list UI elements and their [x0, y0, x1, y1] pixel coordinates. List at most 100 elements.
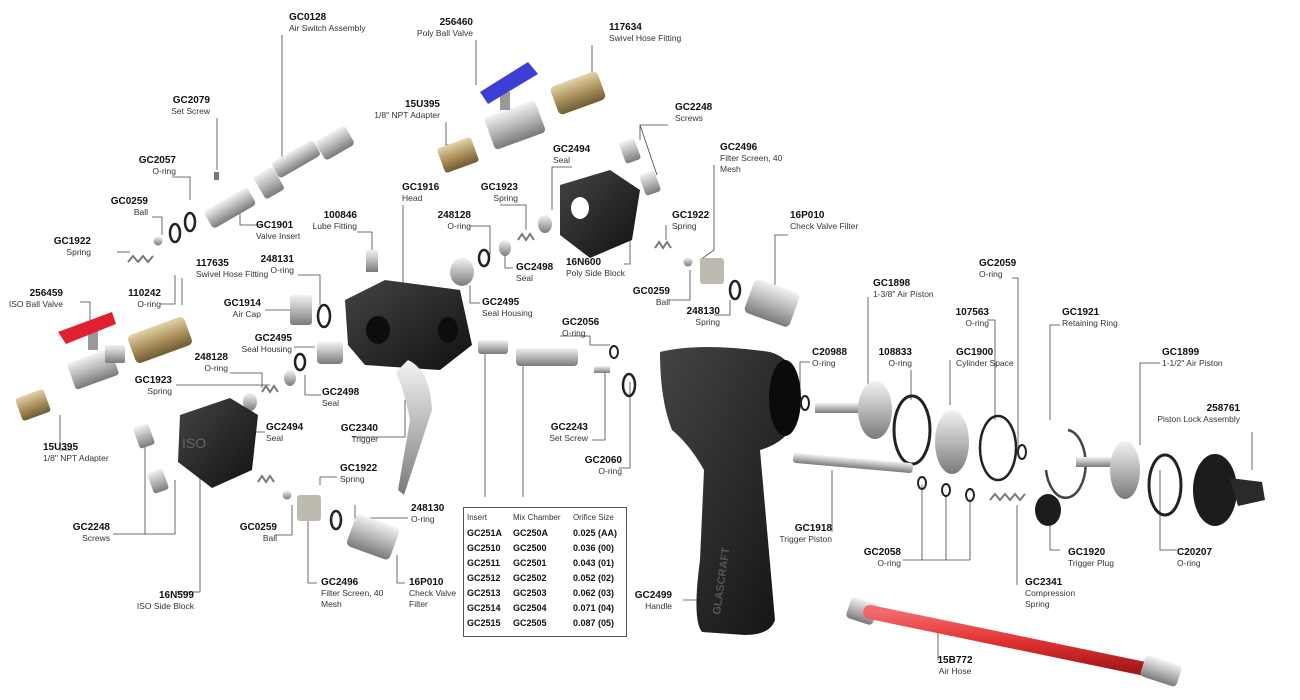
seal-gc2494-right: [538, 215, 552, 233]
part-number: GC2058: [863, 547, 901, 558]
part-desc: O-ring: [204, 363, 228, 373]
ball-gc0259-right: [683, 257, 693, 267]
cell-mix-chamber: GC2505: [512, 617, 547, 628]
part-number: C20207: [1177, 547, 1213, 558]
table-row: GC2515 GC2505 0.087 (05): [464, 615, 626, 630]
part-number: GC2494: [553, 144, 591, 155]
cell-insert: GC2515: [467, 617, 501, 628]
o-ring-gc2059: [1017, 444, 1027, 460]
spring-gc1922: [127, 254, 154, 264]
o-ring-248130-iso: [329, 509, 343, 531]
o-ring-c20207: [1147, 453, 1183, 517]
part-desc: Swivel Hose Fitting: [196, 269, 269, 279]
part-number: C20988: [812, 347, 848, 358]
part-number: 16N600: [566, 257, 602, 268]
filter-screen-iso: [297, 495, 321, 521]
cell-orifice-size: 0.087 (05): [572, 617, 614, 628]
o-ring-248128-right: [477, 248, 491, 268]
part-number: GC2341: [1025, 577, 1063, 588]
seal-gc2498-right: [499, 240, 511, 256]
part-desc: Air Switch Assembly: [289, 23, 366, 33]
part-number: GC0128: [289, 12, 327, 23]
trigger: [396, 360, 432, 495]
seal-gc2494-left: [243, 393, 257, 411]
part-desc: ISO Side Block: [136, 601, 194, 611]
part-desc: Filter Screen, 40 Mesh: [321, 588, 384, 609]
part-desc: Piston Lock Assembly: [1157, 414, 1240, 424]
part-desc: Spring: [340, 474, 365, 484]
part-desc: Seal: [322, 398, 340, 408]
handle: GLASCRAFT: [660, 347, 801, 635]
part-number: GC0259: [632, 286, 670, 297]
screw-top-2: [639, 170, 661, 196]
screw-iso-1: [133, 423, 155, 449]
part-number: GC2248: [72, 522, 110, 533]
part-desc: Seal: [516, 273, 534, 283]
cell-insert: GC2510: [467, 542, 501, 553]
part-number: GC1922: [53, 236, 91, 247]
part-number: 16N599: [158, 590, 194, 601]
part-desc: Air Hose: [938, 666, 972, 676]
air-piston-1-1-2: [1110, 441, 1140, 499]
head: [345, 280, 472, 370]
part-desc: O-ring: [137, 299, 161, 309]
air-hose: [846, 597, 1182, 687]
cell-orifice-size: 0.025 (AA): [572, 527, 617, 538]
poly-ball-valve: [480, 62, 546, 150]
iso-side-block: ISO: [178, 398, 258, 488]
part-number: 117635: [196, 258, 229, 269]
cell-mix-chamber: GC250A: [512, 527, 548, 538]
part-number: GC0259: [239, 522, 277, 533]
part-desc: Filter Screen, 40 Mesh: [720, 153, 783, 174]
part-desc: Ball: [133, 207, 148, 217]
part-number: 107563: [955, 307, 989, 318]
compression-spring: [989, 492, 1026, 502]
iso-block-label: ISO: [182, 435, 206, 451]
part-number: 248131: [260, 254, 294, 265]
cell-orifice-size: 0.071 (04): [572, 602, 614, 613]
part-number: GC2243: [550, 422, 588, 433]
part-number: GC1914: [223, 298, 261, 309]
part-number: GC1899: [1162, 347, 1200, 358]
o-ring-248131: [316, 303, 332, 329]
part-desc: Compression Spring: [1025, 588, 1076, 609]
part-desc: 1/8" NPT Adapter: [43, 453, 109, 463]
set-screw: [214, 172, 219, 180]
set-screw-gc2243: [594, 366, 610, 373]
part-desc: Poly Side Block: [566, 268, 626, 278]
header-mix-chamber: Mix Chamber: [512, 513, 561, 522]
part-number: 15U395: [404, 99, 440, 110]
ball-gc0259: [153, 236, 163, 246]
spring-gc1923-left: [261, 384, 279, 394]
part-number: 248128: [437, 210, 471, 221]
spring-gc1923-right: [517, 232, 535, 242]
part-desc: Ball: [262, 533, 277, 543]
leader-lines: [59, 35, 1253, 660]
check-valve-filter-iso: [346, 514, 400, 560]
o-ring-gc2058-1: [917, 476, 927, 490]
part-number: GC1901: [256, 220, 294, 231]
part-desc: Ball: [655, 297, 670, 307]
part-number: GC1923: [134, 375, 172, 386]
part-desc: O-ring: [1177, 558, 1201, 568]
cell-orifice-size: 0.062 (03): [572, 587, 614, 598]
swivel-hose-fitting-iso: [128, 317, 192, 363]
part-desc: Seal: [553, 155, 571, 165]
part-desc: Spring: [66, 247, 91, 257]
part-desc: Spring: [672, 221, 697, 231]
